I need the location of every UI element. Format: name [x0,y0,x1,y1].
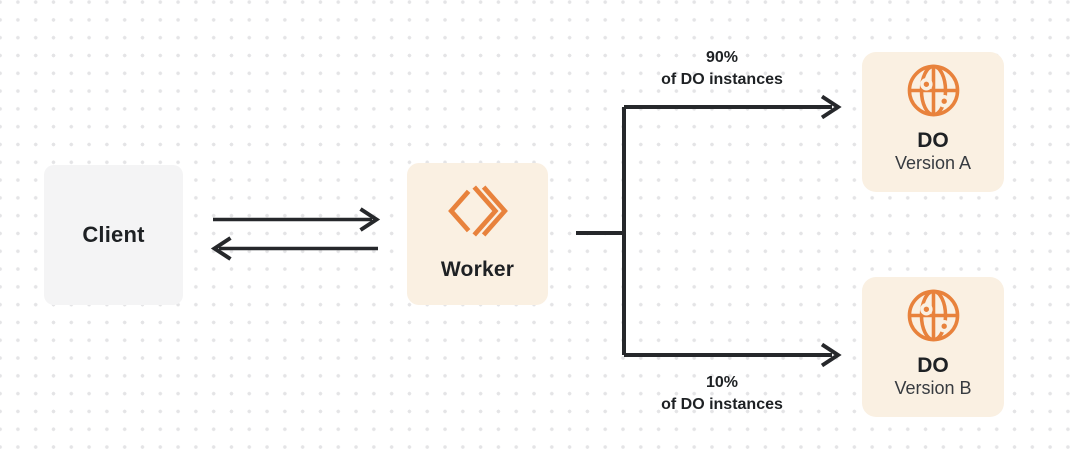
globe-icon [907,64,959,117]
client-label: Client [82,222,145,247]
do-b-subtitle: Version B [894,378,972,398]
arrowhead-to-do-a [820,94,842,120]
split-label-10: 10% of DO instances [627,372,817,416]
do-b-title: DO [917,354,949,377]
arrow-worker-to-client [210,236,378,261]
split-label-90: 90% of DO instances [627,47,817,91]
do-a-subtitle: Version A [894,153,972,173]
split-caption-90: of DO instances [661,71,783,88]
client-node: Client [44,165,183,305]
do-a-title: DO [917,129,949,152]
worker-chevron-icon [447,185,508,237]
split-percent-90: 90% [705,49,739,66]
split-caption-10: of DO instances [661,396,783,413]
split-percent-10: 10% [705,374,739,391]
arrow-client-to-worker [213,207,381,232]
do-version-b-node: DO Version B [862,277,1004,417]
do-version-a-node: DO Version A [862,52,1004,192]
arrowhead-to-do-b [820,342,842,368]
worker-label: Worker [440,258,515,281]
globe-icon [907,289,959,342]
worker-node: Worker [407,163,548,305]
split-connector [576,94,842,368]
